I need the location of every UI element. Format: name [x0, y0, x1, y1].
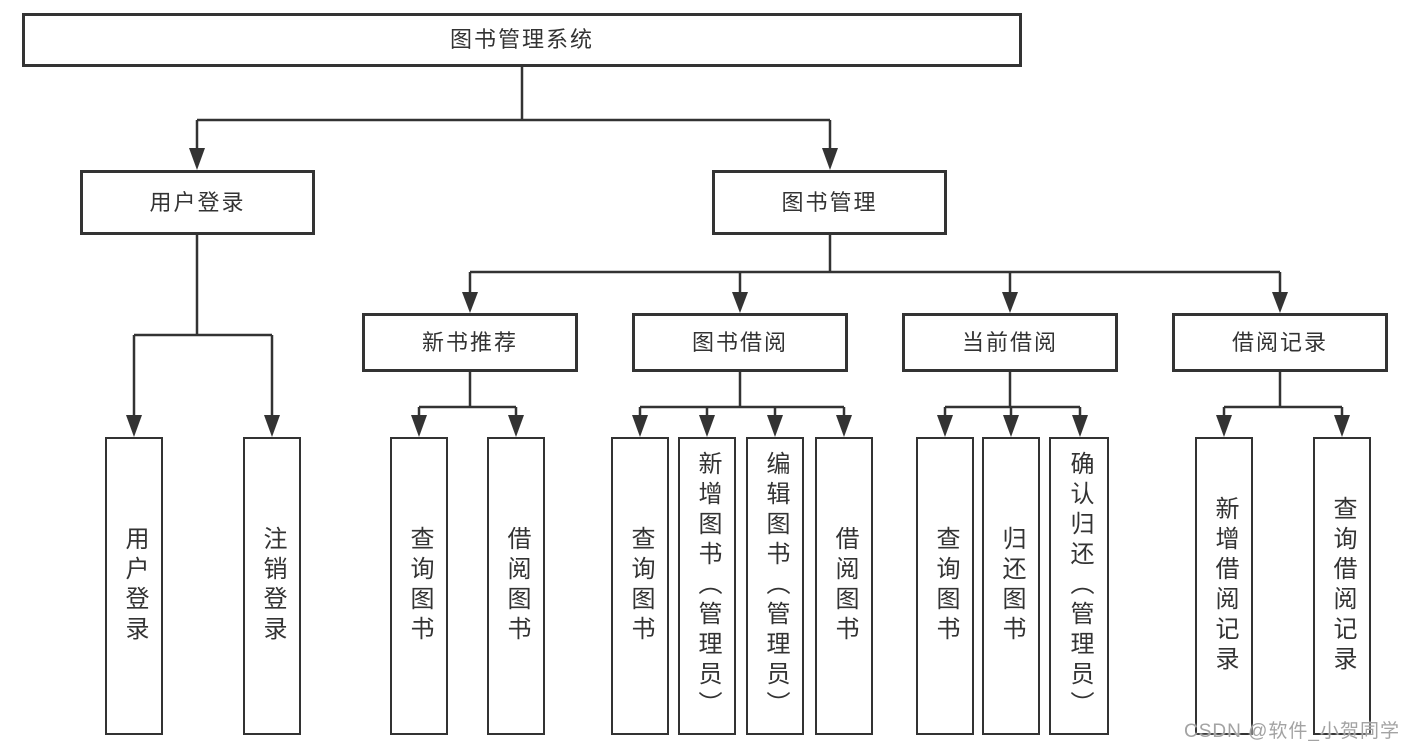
leaf-borrow-query-books: 查询图书 — [611, 437, 669, 735]
leaf-recommend-borrow-books: 借阅图书 — [487, 437, 545, 735]
leaf-borrow-borrow-books: 借阅图书 — [815, 437, 873, 735]
node-root-label: 图书管理系统 — [449, 27, 594, 52]
node-new-book-recommend-label: 新书推荐 — [421, 329, 518, 355]
leaf-current-confirm-return-admin: 确认归还（管理员） — [1049, 437, 1109, 735]
node-user-login: 用户登录 — [80, 170, 315, 235]
leaf-records-query-record-label: 查询借阅记录 — [1329, 496, 1356, 676]
leaf-recommend-borrow-books-label: 借阅图书 — [503, 526, 530, 646]
node-borrow-records-label: 借阅记录 — [1231, 329, 1328, 355]
leaf-borrow-edit-books-admin: 编辑图书（管理员） — [746, 437, 804, 735]
node-user-login-label: 用户登录 — [149, 189, 246, 215]
leaf-records-add-record-label: 新增借阅记录 — [1211, 496, 1238, 676]
leaf-logout-login: 注销登录 — [243, 437, 301, 735]
leaf-current-confirm-return-admin-label: 确认归还（管理员） — [1066, 451, 1093, 721]
leaf-records-query-record: 查询借阅记录 — [1313, 437, 1371, 735]
leaf-logout-login-label: 注销登录 — [259, 526, 286, 646]
csdn-watermark: CSDN @软件_小贺同学 — [1184, 721, 1400, 742]
leaf-borrow-add-books-admin-label: 新增图书（管理员） — [694, 451, 721, 721]
node-book-borrow-label: 图书借阅 — [691, 329, 788, 355]
node-book-management-label: 图书管理 — [781, 189, 878, 215]
leaf-current-query-books: 查询图书 — [916, 437, 974, 735]
node-current-borrow: 当前借阅 — [902, 313, 1118, 372]
node-book-management: 图书管理 — [712, 170, 947, 235]
leaf-current-query-books-label: 查询图书 — [932, 526, 959, 646]
leaf-borrow-edit-books-admin-label: 编辑图书（管理员） — [762, 451, 789, 721]
node-new-book-recommend: 新书推荐 — [362, 313, 578, 372]
leaf-borrow-borrow-books-label: 借阅图书 — [831, 526, 858, 646]
leaf-borrow-query-books-label: 查询图书 — [627, 526, 654, 646]
node-book-borrow: 图书借阅 — [632, 313, 848, 372]
leaf-records-add-record: 新增借阅记录 — [1195, 437, 1253, 735]
leaf-recommend-query-books: 查询图书 — [390, 437, 448, 735]
node-current-borrow-label: 当前借阅 — [961, 329, 1058, 355]
leaf-user-login: 用户登录 — [105, 437, 163, 735]
leaf-current-return-books-label: 归还图书 — [998, 526, 1025, 646]
node-borrow-records: 借阅记录 — [1172, 313, 1388, 372]
leaf-user-login-label: 用户登录 — [121, 526, 148, 646]
leaf-recommend-query-books-label: 查询图书 — [406, 526, 433, 646]
leaf-borrow-add-books-admin: 新增图书（管理员） — [678, 437, 736, 735]
node-root: 图书管理系统 — [22, 13, 1022, 67]
leaf-current-return-books: 归还图书 — [982, 437, 1040, 735]
